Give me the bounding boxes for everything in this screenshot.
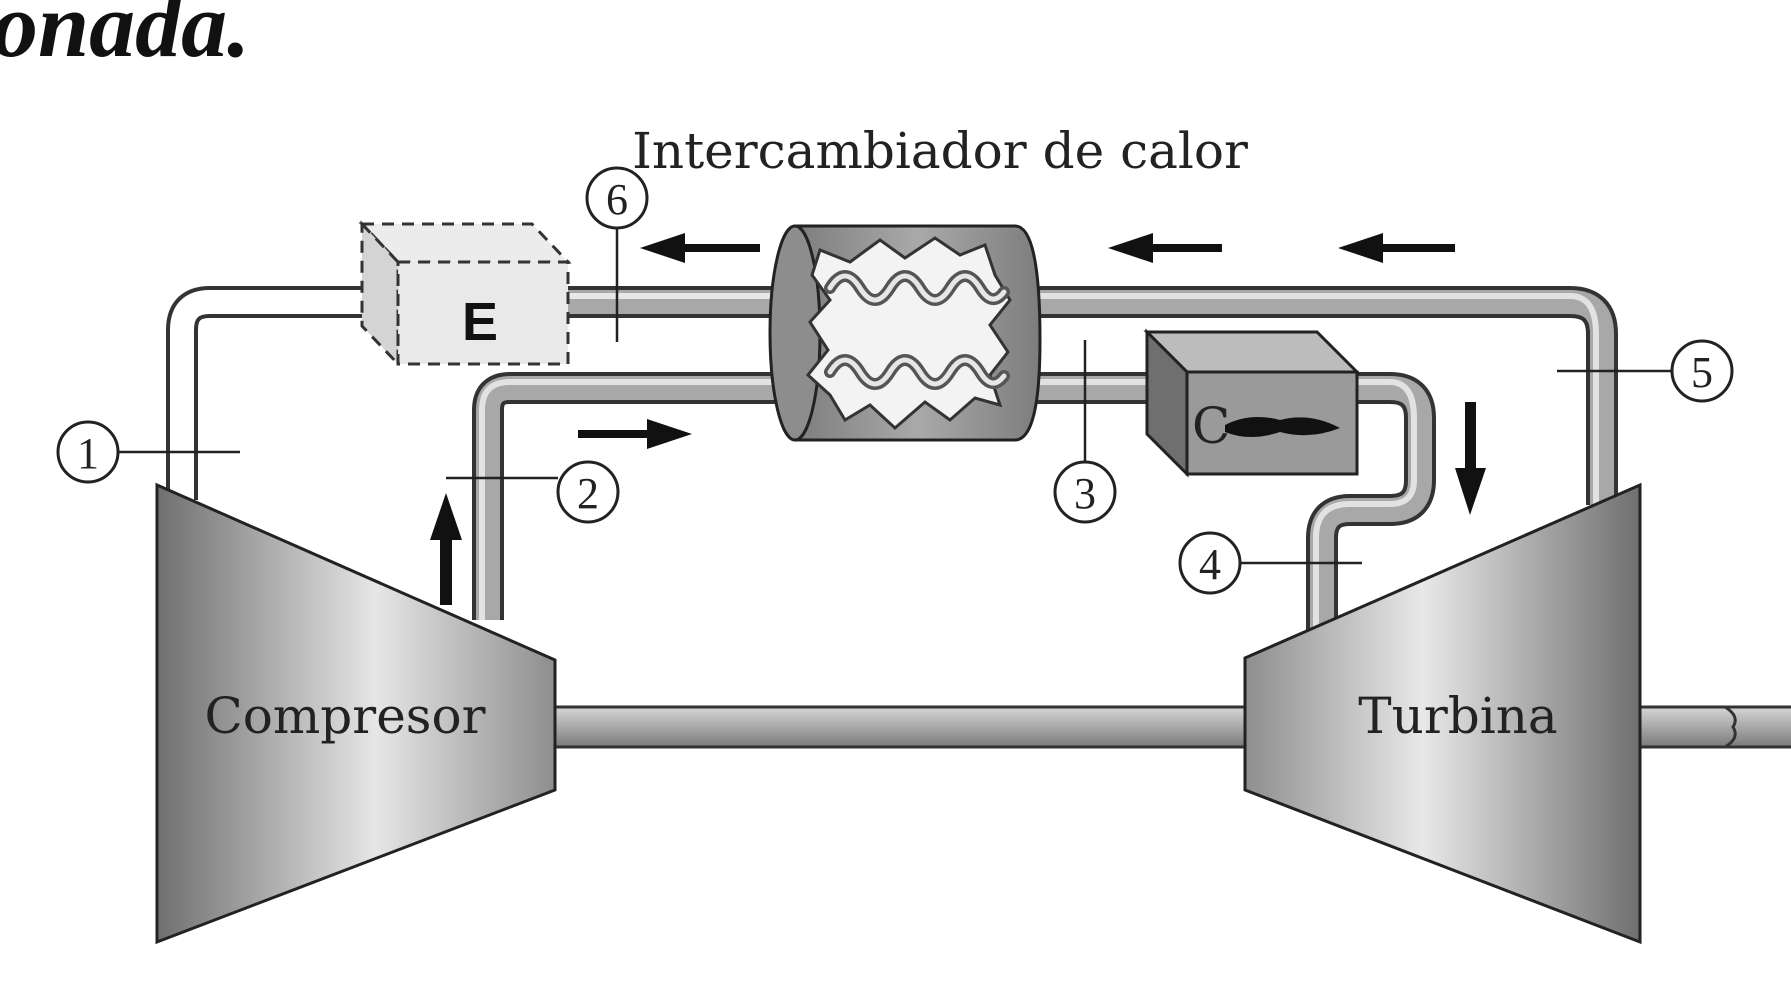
- turbine-label: Turbina: [1358, 687, 1557, 745]
- arrow-left-hx-top: [1108, 233, 1222, 263]
- arrow-up-2: [430, 493, 462, 605]
- state-marker-4: 4: [1178, 531, 1242, 595]
- svg-text:1: 1: [77, 429, 99, 478]
- state-marker-5: 5: [1670, 339, 1734, 403]
- state-markers: 1 2 3 4 5 6: [56, 166, 1734, 595]
- combustion-box: C: [1143, 328, 1361, 478]
- svg-text:4: 4: [1199, 540, 1221, 589]
- pipes: [166, 286, 1618, 640]
- pipe-state-4: [1306, 372, 1436, 640]
- arrow-down-4: [1455, 402, 1486, 515]
- heat-exchanger: [768, 224, 1042, 442]
- evaporator-box-label: E: [462, 292, 498, 352]
- state-marker-6: 6: [585, 166, 649, 230]
- pipe-state-1: [166, 286, 375, 500]
- arrow-left-5: [1338, 233, 1455, 263]
- flow-arrows: [430, 233, 1486, 605]
- combustion-box-label: C: [1192, 397, 1230, 455]
- state-leaders: [118, 228, 1672, 565]
- svg-text:5: 5: [1691, 348, 1713, 397]
- arrow-right-2: [578, 419, 692, 449]
- scribble-mark: [1225, 416, 1340, 437]
- turbine: Turbina: [1243, 482, 1642, 945]
- compressor-label: Compresor: [205, 687, 486, 745]
- svg-text:3: 3: [1074, 469, 1096, 518]
- pipe-state-5: [1025, 286, 1618, 505]
- svg-text:2: 2: [577, 469, 599, 518]
- pipe-state-3: [1030, 372, 1150, 404]
- heading-fragment: onada.: [0, 0, 250, 76]
- arrow-left-6: [640, 233, 760, 263]
- state-marker-1: 1: [56, 420, 120, 484]
- pipe-state-2: [472, 372, 785, 620]
- state-marker-3: 3: [1053, 460, 1117, 524]
- svg-text:6: 6: [606, 175, 628, 224]
- pipe-state-6: [565, 286, 780, 318]
- hx-inner-chamber: [805, 236, 1012, 431]
- hx-coils: [824, 270, 1010, 390]
- evaporator-box: E: [358, 220, 572, 368]
- heat-exchanger-title: Intercambiador de calor: [632, 122, 1248, 180]
- compressor: Compresor: [155, 482, 557, 945]
- state-marker-2: 2: [556, 460, 620, 524]
